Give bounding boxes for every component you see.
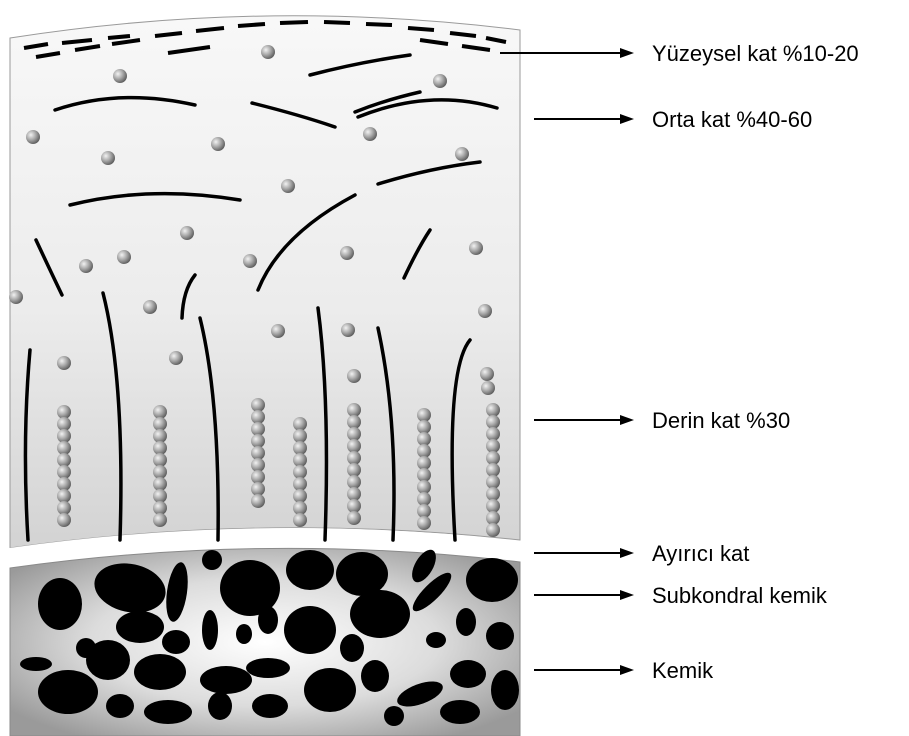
label-tidemark: Ayırıcı kat — [652, 541, 749, 566]
label-deep: Derin kat %30 — [652, 408, 790, 433]
arrow-bone — [534, 665, 634, 675]
arrow-deep — [534, 415, 634, 425]
arrow-middle — [534, 114, 634, 124]
label-subchondral: Subkondral kemik — [652, 583, 828, 608]
cartilage-region — [10, 16, 520, 548]
arrow-subchondral — [534, 590, 634, 600]
label-bone: Kemik — [652, 658, 714, 683]
label-middle: Orta kat %40-60 — [652, 107, 812, 132]
label-superficial: Yüzeysel kat %10-20 — [652, 41, 859, 66]
arrow-tidemark — [534, 548, 634, 558]
